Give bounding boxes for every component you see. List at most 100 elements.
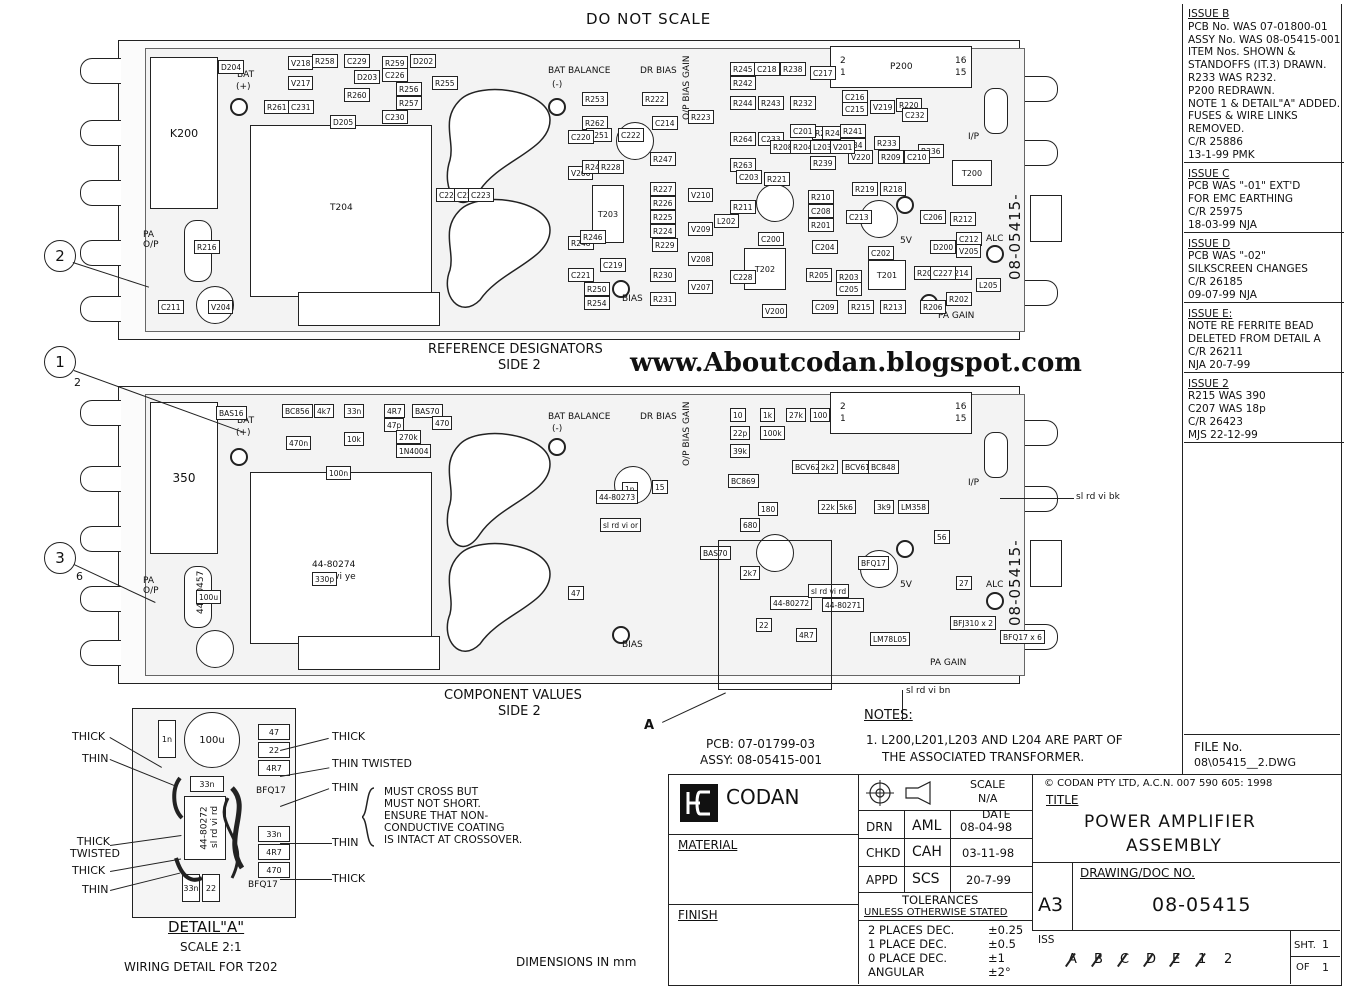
wire-note-2: sl rd vi bn (906, 686, 951, 696)
sheet-size: A3 (1038, 894, 1064, 916)
detail-left-label-1: THICK (72, 730, 106, 743)
top-designator-r243: R243 (758, 96, 784, 110)
top-designator-r222: R222 (642, 92, 668, 106)
detail-title: DETAIL"A" (168, 918, 245, 936)
detail-right-leader-5 (280, 879, 332, 880)
top-designator-r231: R231 (650, 292, 676, 306)
cross-note-line-5: IS INTACT AT CROSSOVER. (384, 834, 523, 846)
revision-line: R215 WAS 390 (1188, 390, 1266, 403)
cross-note-line-1: MUST CROSS BUT (384, 786, 479, 798)
bottom-value-40: 680 (740, 518, 761, 532)
dimensions-note: DIMENSIONS IN mm (516, 955, 637, 969)
bottom-slot-left-1 (80, 400, 121, 426)
chkd-date: 03-11-98 (962, 846, 1015, 860)
company-name: CODAN (726, 785, 800, 809)
top-designator-r224: R224 (650, 224, 676, 238)
top-designator-v210: V210 (688, 188, 714, 202)
bottom-value-0: BAS16 (216, 406, 247, 420)
revision-line: MJS 22-12-99 (1188, 428, 1258, 441)
tolerances-subtitle: UNLESS OTHERWISE STATED (864, 907, 1008, 918)
top-bat-balance-label: BAT BALANCE (548, 66, 611, 76)
top-designator-r213: R213 (880, 300, 906, 314)
revision-line: PCB WAS "-01" EXT'D (1188, 180, 1301, 193)
detail-right-label-2: THIN TWISTED (332, 757, 412, 770)
revision-title: ISSUE E: (1188, 307, 1233, 320)
top-designator-r227: R227 (650, 182, 676, 196)
top-bat-minus-label: (-) (552, 80, 563, 90)
detail-right-label-3: THIN (332, 781, 359, 794)
top-designator-r221: R221 (764, 172, 790, 186)
top-designator-c223: C223 (468, 188, 494, 202)
top-t204-base (298, 292, 440, 326)
revision-line: PCB WAS "-02" (1188, 250, 1267, 263)
bottom-value-41: BFQ17 (858, 556, 889, 570)
title-block-frame (668, 774, 1342, 986)
top-designator-c227: C227 (930, 266, 956, 280)
top-designator-r228: R228 (598, 160, 624, 174)
tb-hline-1 (668, 834, 858, 835)
top-designator-v209: V209 (688, 222, 714, 236)
top-designator-r209: R209 (878, 150, 904, 164)
bottom-value-16: 330p (312, 572, 338, 586)
top-designator-c231: C231 (288, 100, 314, 114)
bottom-caption-line1: COMPONENT VALUES (444, 688, 582, 703)
detail-left-label-4: THICK (72, 864, 106, 877)
top-designator-r216: R216 (194, 240, 220, 254)
bottom-value-35: BC848 (868, 460, 899, 474)
appd-initials: SCS (912, 871, 940, 887)
top-t200: T200 (952, 160, 992, 186)
drawing-no-label: DRAWING/DOC NO. (1080, 866, 1195, 880)
top-designator-r260: R260 (344, 88, 370, 102)
detail-a-leader (662, 692, 726, 723)
top-designator-r233: R233 (874, 136, 900, 150)
title-label: TITLE (1046, 793, 1079, 807)
bottom-value-43: sl rd vi rd (808, 584, 850, 598)
bottom-part-number-vertical: 08-05415- (1006, 539, 1024, 626)
bottom-ip-label: I/P (968, 478, 980, 488)
top-designator-r256: R256 (396, 82, 422, 96)
top-designator-c204: C204 (812, 240, 838, 254)
detail-right-label-4: THIN (332, 836, 359, 849)
top-pa-op-label: PA O/P (143, 230, 159, 250)
tb-divider-dates (1032, 774, 1033, 930)
of-value: 1 (1322, 961, 1329, 974)
tb-hline-tolerances (858, 920, 1032, 921)
top-slot-left-3 (80, 180, 121, 206)
of-label: OF (1296, 962, 1310, 973)
bottom-value-44: 22 (756, 618, 772, 632)
top-designator-r239: R239 (810, 156, 836, 170)
top-t202: T202 (744, 248, 786, 290)
revision-line: PCB No. WAS 07-01800-01 (1188, 20, 1328, 33)
top-designator-d205: D205 (330, 115, 357, 129)
bottom-conn-pin15: 15 (955, 414, 967, 424)
top-designator-c230: C230 (382, 110, 408, 124)
revision-title: ISSUE 2 (1188, 377, 1229, 390)
bottom-value-29: 100k (760, 426, 785, 440)
detail-22-2: 22 (202, 874, 220, 902)
top-designator-r244: R244 (730, 96, 756, 110)
revision-line: STANDOFFS (IT.3) DRAWN. (1188, 59, 1327, 72)
file-value: 08\05415__2.DWG (1194, 756, 1297, 769)
top-p200-pin2: 2 (840, 56, 846, 66)
bottom-value-39: 180 (758, 502, 779, 516)
top-designator-v204: V204 (208, 300, 234, 314)
tolerance-value-1: ±0.5 (988, 937, 1016, 951)
cross-note-line-3: ENSURE THAT NON- (384, 810, 489, 822)
top-designator-r208: R208 (770, 140, 796, 154)
revision-line: P200 REDRAWN. (1188, 84, 1275, 97)
drawing-title-line1: POWER AMPLIFIER (1084, 812, 1256, 832)
top-designator-r247: R247 (650, 152, 676, 166)
top-designator-r250: R250 (584, 282, 610, 296)
bottom-value-10: 270k (396, 430, 421, 444)
top-designator-c211: C211 (158, 300, 184, 314)
top-caption-line1: REFERENCE DESIGNATORS (428, 342, 603, 357)
bottom-value-23: 15 (652, 480, 668, 494)
tolerance-label-2: 0 PLACE DEC. (868, 951, 948, 965)
detail-left-label-3: THICK TWISTED (70, 835, 120, 860)
bottom-pa-op-label: PA O/P (143, 576, 159, 596)
cross-note-line-2: MUST NOT SHORT. (384, 798, 481, 810)
bottom-value-21: sl rd vi or (600, 518, 642, 532)
top-designator-c210: C210 (904, 150, 930, 164)
top-caption-line2: SIDE 2 (498, 358, 541, 373)
